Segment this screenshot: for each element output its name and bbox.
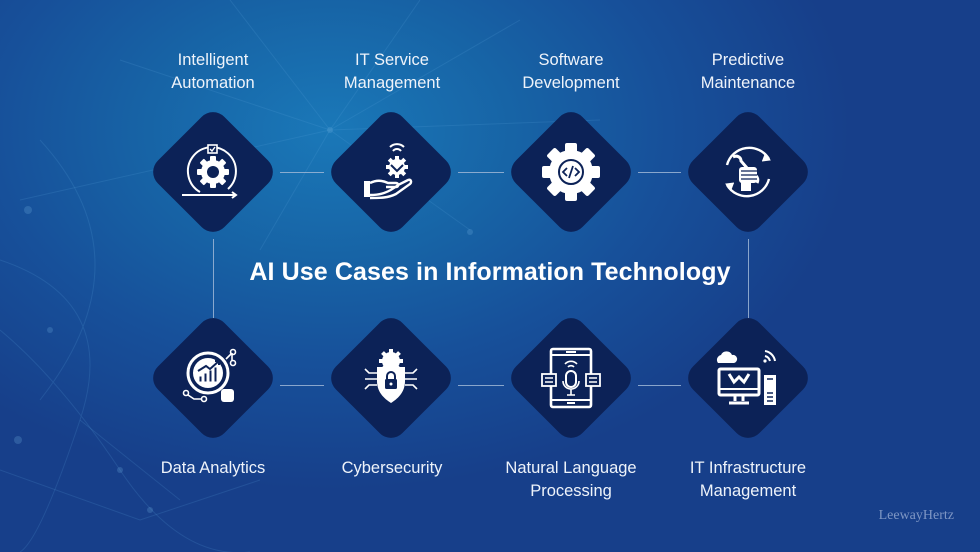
connector-top-2 <box>458 172 504 173</box>
node-natural-language-processing <box>504 311 638 445</box>
connector-bottom-3 <box>638 385 681 386</box>
connector-bottom-2 <box>458 385 504 386</box>
connector-top-3 <box>638 172 681 173</box>
connector-left <box>213 239 214 318</box>
node-data-analytics <box>146 311 280 445</box>
gear-code-icon <box>542 143 600 201</box>
diagram-title: AI Use Cases in Information Technology <box>249 258 731 286</box>
magnifier-chart-icon <box>182 348 237 403</box>
tablet-microphone-icon <box>541 347 601 409</box>
node-predictive-maintenance <box>681 105 815 239</box>
label-data-analytics: Data Analytics <box>160 459 266 477</box>
automation-gear-cycle-icon <box>182 144 238 199</box>
node-cybersecurity <box>324 311 458 445</box>
fist-wrench-cycle-icon <box>725 146 771 198</box>
shield-lock-circuit-icon <box>364 349 418 403</box>
connector-bottom-1 <box>280 385 324 386</box>
connector-top-1 <box>280 172 324 173</box>
node-it-service-management <box>324 105 458 239</box>
hand-gear-service-icon <box>364 143 413 200</box>
node-intelligent-automation <box>146 105 280 239</box>
node-software-development <box>504 105 638 239</box>
node-it-infrastructure-management <box>681 311 815 445</box>
brand-watermark: LeewayHertz <box>878 508 954 523</box>
computer-cloud-server-icon <box>716 350 776 405</box>
connector-right <box>748 239 749 318</box>
label-cybersecurity: Cybersecurity <box>341 459 443 477</box>
